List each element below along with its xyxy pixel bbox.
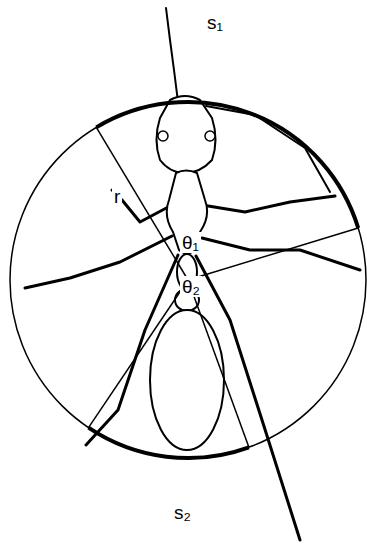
ant-abdomen	[150, 310, 224, 450]
figure-label: θ₁	[180, 232, 201, 253]
ant-leg	[202, 196, 335, 212]
ant-eye	[158, 131, 168, 141]
arc-s2	[89, 428, 249, 458]
figure-label: s₁	[205, 12, 225, 33]
radius-line	[188, 280, 249, 447]
ant-leg	[202, 238, 360, 270]
ant-thorax	[167, 171, 207, 254]
radius-line	[188, 228, 358, 280]
ant-head	[157, 96, 216, 173]
figure-label: s₂	[172, 502, 193, 523]
ant-figure	[25, 8, 360, 540]
figure-label: r	[112, 186, 122, 207]
arc-s1	[96, 102, 358, 228]
ant-leg	[25, 236, 172, 288]
circle-outline	[10, 102, 366, 458]
radius-line	[96, 127, 188, 280]
figure-label: θ₂	[180, 276, 202, 297]
ant-eye	[205, 131, 215, 141]
antenna	[166, 8, 178, 102]
radius-line	[89, 280, 189, 428]
